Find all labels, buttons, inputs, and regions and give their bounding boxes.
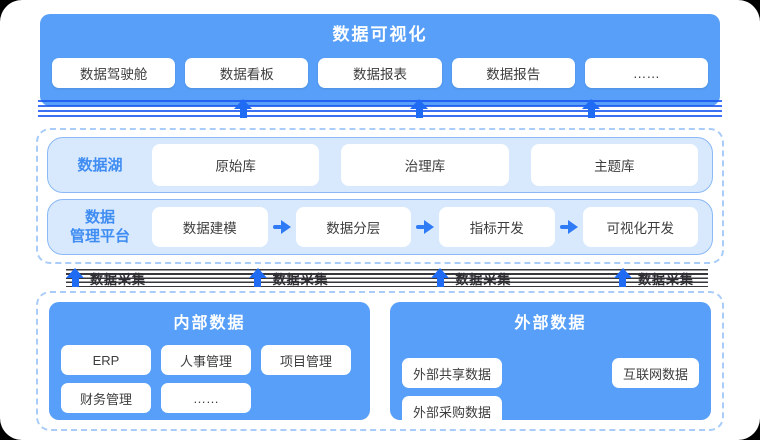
collection-label: 数据采集 (455, 271, 512, 287)
up-arrow-icon (66, 268, 84, 288)
internal-data-item-label: …… (193, 390, 219, 406)
collection-group: 数据采集 (66, 268, 146, 288)
platform-flow-step: 数据建模 (152, 207, 268, 247)
data-lake-item-label: 主题库 (594, 159, 635, 174)
platform-flow-step: 数据分层 (295, 207, 411, 247)
visualization-item: 数据报表 (318, 58, 442, 88)
visualization-section: 数据可视化 数据驾驶舱 数据看板 数据报表 数据报告 …… (40, 14, 720, 106)
platform-flow-step-label: 指标开发 (469, 221, 524, 236)
up-arrow-icon (431, 268, 450, 288)
external-data-item-label: 互联网数据 (622, 366, 688, 382)
visualization-item-label: 数据驾驶舱 (79, 67, 148, 82)
internal-data-item-label: ERP (92, 352, 120, 368)
collection-group: 数据采集 (613, 268, 694, 288)
external-data-item: 外部共享数据 (402, 358, 503, 388)
visualization-item: 数据看板 (185, 58, 309, 88)
internal-data-item-label: 人事管理 (179, 353, 232, 369)
external-data-item: 互联网数据 (611, 358, 699, 388)
data-sources-section: 内部数据 ERP 人事管理 项目管理 财务管理 …… 外部数据 外 (36, 291, 724, 431)
platform-flow-step-label: 数据建模 (182, 221, 237, 236)
management-platform-label: 数据 管理平台 (48, 208, 152, 246)
up-arrow-icon (248, 268, 267, 288)
visualization-item: …… (584, 58, 709, 88)
collection-group: 数据采集 (248, 268, 329, 288)
external-data-panel: 外部数据 外部共享数据 互联网数据 外部采购数据 (390, 302, 711, 426)
collection-label: 数据采集 (90, 271, 147, 287)
data-lake-item-label: 治理库 (404, 159, 446, 174)
data-lake-label: 数据湖 (77, 156, 123, 174)
platform-section: 数据湖 原始库 治理库 主题库 数据 管理平台 数据建模 (36, 128, 724, 264)
collection-band: 数据采集 数据采集 数据采集 数据采集 (40, 266, 720, 290)
data-lake-item: 主题库 (530, 144, 698, 186)
platform-flow-step-label: 数据分层 (326, 221, 381, 236)
visualization-item-label: …… (632, 65, 660, 81)
internal-data-panel: 内部数据 ERP 人事管理 项目管理 财务管理 …… (49, 302, 370, 420)
platform-flow-step: 指标开发 (439, 207, 555, 247)
internal-data-item: 财务管理 (61, 383, 151, 413)
internal-data-title: 内部数据 (173, 315, 246, 332)
visualization-items: 数据驾驶舱 数据看板 数据报表 数据报告 …… (52, 58, 709, 88)
management-platform-label-line2: 管理平台 (69, 228, 130, 245)
arrow-right-icon (559, 219, 578, 235)
visualization-item-label: 数据看板 (219, 67, 274, 82)
platform-flow-step-label: 可视化开发 (606, 221, 675, 236)
data-lake-items: 原始库 治理库 主题库 (152, 144, 698, 186)
management-platform-flow: 数据建模 数据分层 指标开发 可视化开发 (152, 207, 698, 247)
data-lake-item: 治理库 (341, 144, 509, 186)
external-data-item-label: 外部共享数据 (413, 366, 492, 382)
internal-data-items: ERP 人事管理 项目管理 财务管理 …… (61, 345, 358, 413)
visualization-title: 数据可视化 (332, 25, 428, 44)
visualization-item: 数据报告 (451, 58, 575, 88)
external-data-item: 外部采购数据 (402, 396, 503, 426)
visualization-item-label: 数据报告 (486, 67, 541, 82)
internal-data-item-label: 项目管理 (279, 353, 332, 369)
data-lake-row: 数据湖 原始库 治理库 主题库 (47, 137, 713, 193)
external-data-item-label: 外部采购数据 (413, 404, 492, 420)
collection-label: 数据采集 (637, 271, 694, 287)
data-lake-item-label: 原始库 (215, 159, 256, 174)
internal-data-item: 人事管理 (161, 345, 251, 375)
internal-data-item: 项目管理 (261, 345, 351, 375)
visualization-item-label: 数据报表 (353, 67, 407, 82)
management-platform-label-line1: 数据 (84, 209, 115, 226)
visualization-item: 数据驾驶舱 (52, 58, 176, 88)
internal-data-item-label: 财务管理 (79, 391, 132, 407)
internal-data-item: …… (161, 383, 251, 413)
data-lake-item: 原始库 (152, 144, 320, 186)
collection-group: 数据采集 (431, 268, 511, 288)
up-arrow-icon (613, 268, 632, 288)
arrow-right-icon (416, 219, 434, 235)
arrow-right-icon (272, 219, 291, 235)
management-platform-row: 数据 管理平台 数据建模 数据分层 指标开发 可视化开发 (47, 199, 713, 255)
platform-flow-step: 可视化开发 (582, 207, 698, 247)
internal-data-item: ERP (61, 345, 151, 375)
external-data-items: 外部共享数据 互联网数据 外部采购数据 (402, 358, 699, 426)
collection-label: 数据采集 (272, 271, 329, 287)
external-data-title: 外部数据 (514, 315, 587, 332)
